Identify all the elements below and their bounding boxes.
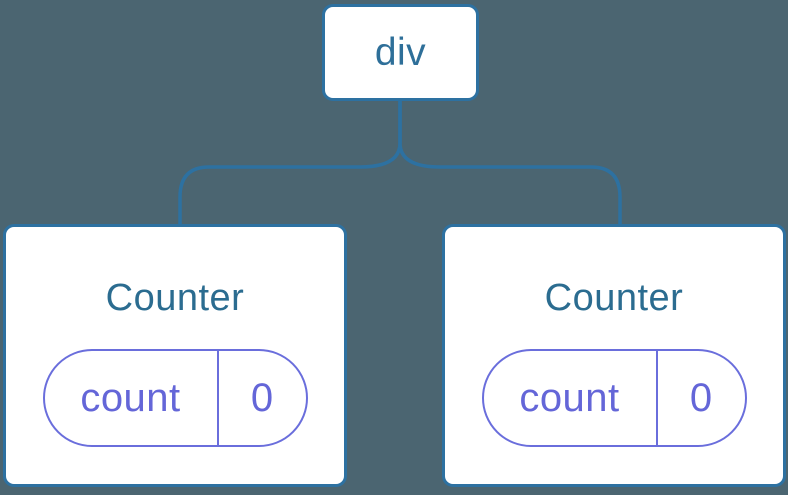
state-badge: count 0: [42, 349, 308, 447]
state-value: 0: [250, 375, 274, 420]
component-title: Counter: [105, 277, 245, 319]
root-node-label: div: [374, 30, 427, 74]
component-title: Counter: [544, 277, 684, 319]
connector-right-branch: [398, 100, 622, 226]
counter-card-right: Counter count 0: [442, 224, 786, 487]
state-badge: count 0: [481, 349, 747, 447]
state-divider: [655, 351, 658, 445]
state-key: count: [80, 375, 181, 420]
state-divider: [216, 351, 219, 445]
state-value: 0: [689, 375, 713, 420]
counter-card-left: Counter count 0: [3, 224, 347, 487]
state-key: count: [519, 375, 620, 420]
connector-left-branch: [178, 100, 402, 226]
root-node: div: [322, 4, 479, 101]
